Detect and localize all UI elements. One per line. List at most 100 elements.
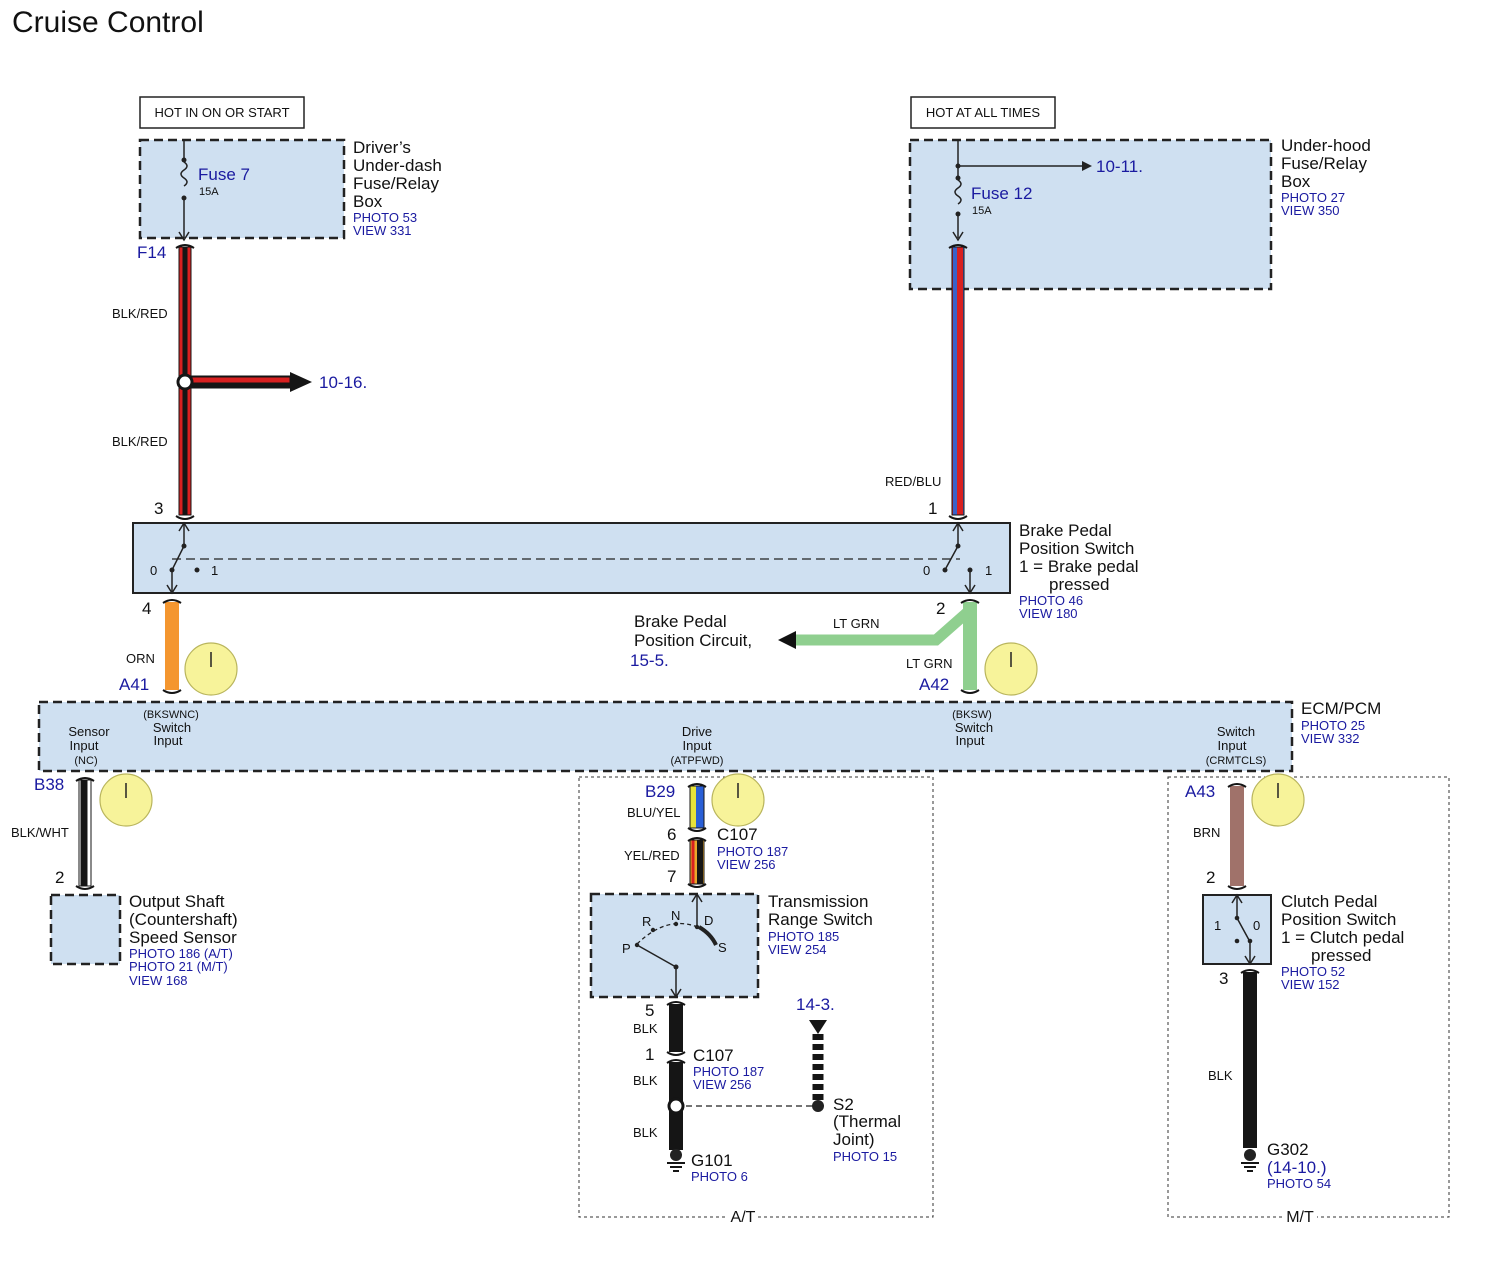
- trs-pos-n: N: [671, 908, 680, 923]
- connector-a43: A43: [1185, 782, 1215, 801]
- brake-switch-name-2: Position Switch: [1019, 539, 1134, 558]
- brake-switch-photo: PHOTO 46: [1019, 593, 1083, 608]
- g101-node: [670, 1149, 682, 1161]
- switch-a-pos-1: 1: [211, 563, 218, 578]
- underhood-fuse-box-name-3: Box: [1281, 172, 1311, 191]
- splice-point: [176, 373, 194, 391]
- s2-name-3: Joint): [833, 1130, 875, 1149]
- wire-label-blk-3: BLK: [633, 1125, 658, 1140]
- trans-range-switch-box: [589, 892, 760, 999]
- c107-b-view: VIEW 256: [693, 1077, 752, 1092]
- ecm-switch-c-2: Input: [1218, 738, 1247, 753]
- ecm-pcm-box: [37, 700, 1294, 773]
- clutch-view: VIEW 152: [1281, 977, 1340, 992]
- clock-icon-a42: [984, 642, 1038, 696]
- fuse-12-amps: 15A: [972, 205, 992, 217]
- driver-fuse-box-view: VIEW 331: [353, 223, 412, 238]
- output-shaft-name-3: Speed Sensor: [129, 928, 237, 947]
- ecm-view: VIEW 332: [1301, 731, 1360, 746]
- ecm-name: ECM/PCM: [1301, 699, 1381, 718]
- pin-trs-5: 5: [645, 1001, 654, 1020]
- wire-red-blu: [951, 246, 965, 516]
- underhood-fuse-box-view: VIEW 350: [1281, 203, 1340, 218]
- s2-photo: PHOTO 15: [833, 1149, 897, 1164]
- pin-cps-2: 2: [1206, 868, 1215, 887]
- ground-icon-g302: [1241, 1162, 1259, 1172]
- g302-name: G302: [1267, 1140, 1309, 1159]
- ecm-switch-c-3: (CRMTCLS): [1206, 755, 1267, 767]
- trs-pos-s: S: [718, 940, 727, 955]
- g302-node: [1244, 1149, 1256, 1161]
- ref-10-11: 10-11.: [1096, 157, 1143, 176]
- ref-14-3: 14-3.: [796, 995, 835, 1014]
- wire-label-yel-red: YEL/RED: [624, 848, 680, 863]
- g101-photo: PHOTO 6: [691, 1169, 748, 1184]
- pin-b38-2: 2: [55, 868, 64, 887]
- pin-4: 4: [142, 599, 151, 618]
- wire-blk-wht: [78, 779, 92, 887]
- pin-c107-6: 6: [667, 825, 676, 844]
- pin-1: 1: [928, 499, 937, 518]
- driver-fuse-box-name-4: Box: [353, 192, 383, 211]
- splice-g101: [667, 1097, 685, 1115]
- connector-f14: F14: [137, 243, 166, 262]
- g302-ref: (14-10.): [1267, 1158, 1327, 1177]
- clock-icon-b38: [99, 773, 153, 827]
- ecm-drive-input-1: Drive: [682, 724, 712, 739]
- wire-label-lt-grn-1: LT GRN: [833, 616, 879, 631]
- pin-cps-3: 3: [1219, 969, 1228, 988]
- s2-name-1: S2: [833, 1095, 854, 1114]
- connector-b38: B38: [34, 775, 64, 794]
- clutch-pos-1: 1: [1214, 918, 1221, 933]
- fuse-12-label: Fuse 12: [971, 184, 1032, 203]
- connector-b29: B29: [645, 782, 675, 801]
- wire-label-blk-red-1: BLK/RED: [112, 306, 168, 321]
- ecm-sensor-input-1: Sensor: [68, 724, 110, 739]
- switch-a-pos-0: 0: [150, 563, 157, 578]
- wire-label-lt-grn-2: LT GRN: [906, 656, 952, 671]
- output-shaft-photo-mt: PHOTO 21 (M/T): [129, 959, 228, 974]
- ecm-photo: PHOTO 25: [1301, 718, 1365, 733]
- connector-a41: A41: [119, 675, 149, 694]
- clock-icon-a41: [184, 642, 238, 696]
- fuse-7-label: Fuse 7: [198, 165, 250, 184]
- wire-orn: [165, 602, 179, 690]
- wire-blu-yel: [689, 785, 705, 829]
- ecm-switch-a-3: Input: [154, 733, 183, 748]
- brake-circuit-line-2: Position Circuit,: [634, 631, 752, 650]
- c107-b-photo: PHOTO 187: [693, 1064, 764, 1079]
- c107-a-name: C107: [717, 825, 758, 844]
- brake-switch-name-3: 1 = Brake pedal: [1019, 557, 1139, 576]
- fuse-7-amps: 15A: [199, 186, 219, 198]
- connector-a42: A42: [919, 675, 949, 694]
- c107-a-photo: PHOTO 187: [717, 844, 788, 859]
- trs-pos-r: R: [642, 914, 651, 929]
- wire-label-blk-4: BLK: [1208, 1068, 1233, 1083]
- page-title: Cruise Control: [12, 6, 204, 39]
- wire-blk-1: [669, 1004, 683, 1052]
- wire-brn: [1230, 786, 1244, 886]
- underhood-fuse-box-photo: PHOTO 27: [1281, 190, 1345, 205]
- ground-icon-g101: [667, 1162, 685, 1172]
- wire-label-brn: BRN: [1193, 825, 1220, 840]
- wire-label-blk-2: BLK: [633, 1073, 658, 1088]
- s2-node: [812, 1100, 824, 1112]
- brake-switch-view: VIEW 180: [1019, 606, 1078, 621]
- wire-blk-red-branch: [191, 375, 291, 389]
- trs-name-1: Transmission: [768, 892, 868, 911]
- arrow-14-3: [809, 1020, 827, 1034]
- fuse-12-symbol: [954, 179, 962, 205]
- wire-lt-grn-branch: [794, 605, 974, 646]
- switch-b-pos-1: 1: [985, 563, 992, 578]
- brake-circuit-ref: 15-5.: [630, 651, 669, 670]
- hot-in-on-label: HOT IN ON OR START: [154, 105, 289, 120]
- ecm-switch-b-3: Input: [956, 733, 985, 748]
- output-shaft-name-2: (Countershaft): [129, 910, 238, 929]
- driver-fuse-box-name-3: Fuse/Relay: [353, 174, 439, 193]
- arrow-brake-circuit: [778, 631, 796, 649]
- pin-3: 3: [154, 499, 163, 518]
- driver-fuse-box-photo: PHOTO 53: [353, 210, 417, 225]
- ref-10-16: 10-16.: [319, 373, 367, 392]
- wire-yel-red: [689, 839, 705, 885]
- s2-name-2: (Thermal: [833, 1112, 901, 1131]
